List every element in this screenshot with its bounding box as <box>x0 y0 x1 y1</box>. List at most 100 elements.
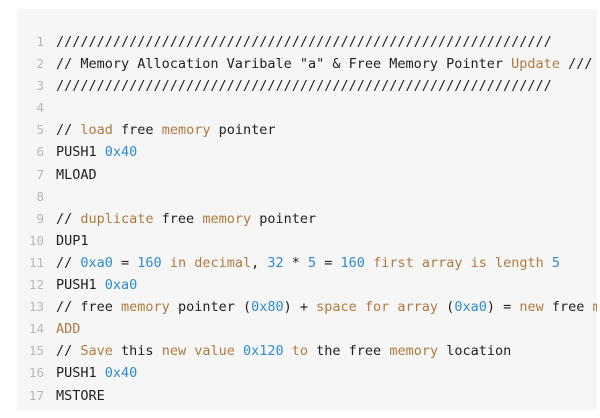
code-line: 14 ADD <box>17 318 597 340</box>
line-number: 9 <box>36 210 44 226</box>
line-number: 8 <box>36 188 44 204</box>
line-source: ADD <box>56 318 80 340</box>
line-source: // load free memory pointer <box>56 119 276 141</box>
line-number: 17 <box>28 387 44 403</box>
code-token: free <box>112 122 162 139</box>
code-block: 1///////////////////////////////////////… <box>17 9 597 410</box>
code-line: 2 // Memory Allocation Varibale "a" & Fre… <box>17 53 597 75</box>
code-token: pointer <box>251 210 317 227</box>
keyword-token: space for array <box>316 299 439 316</box>
keyword-token: memory <box>121 299 170 316</box>
code-line: 8 <box>17 186 597 208</box>
line-source: ////////////////////////////////////////… <box>56 75 552 97</box>
keyword-token: to <box>291 343 309 360</box>
code-token <box>284 343 292 359</box>
code-token: // free <box>56 299 122 316</box>
keyword-token: memory <box>161 122 211 139</box>
line-source: MSTORE <box>56 385 105 407</box>
code-token: ) = <box>486 299 520 316</box>
line-number: 12 <box>28 277 44 293</box>
code-token: PUSH1 <box>56 144 105 161</box>
line-number: 11 <box>28 254 44 270</box>
keyword-token: in decimal <box>161 254 252 271</box>
number-token: 0x40 <box>104 365 138 382</box>
code-token: ( <box>438 299 455 316</box>
code-token: /// <box>559 56 593 73</box>
code-token: // <box>56 343 81 360</box>
code-line: 12 PUSH1 0xa0 <box>17 274 597 296</box>
code-token: // Memory Allocation Varibale "a" & Free… <box>56 56 512 73</box>
code-token: MSTORE <box>56 387 105 404</box>
line-source: ////////////////////////////////////////… <box>56 31 552 53</box>
number-token: 0x120 <box>242 343 284 360</box>
line-number: 2 <box>36 56 44 72</box>
number-token: 160 <box>340 254 365 271</box>
code-token: ////////////////////////////////////////… <box>56 34 552 50</box>
line-number: 5 <box>36 122 44 138</box>
code-token: the free <box>308 343 390 360</box>
keyword-token: first array is length <box>364 254 552 271</box>
number-token: 0xa0 <box>80 254 113 271</box>
keyword-token: Update <box>511 56 560 73</box>
number-token: 0x80 <box>251 299 284 316</box>
line-number: 1 <box>36 34 44 49</box>
line-number: 13 <box>28 299 44 315</box>
line-number: 14 <box>28 321 44 337</box>
line-source: MLOAD <box>56 164 97 186</box>
code-token <box>235 343 243 359</box>
code-token: , <box>251 254 268 271</box>
code-token: location <box>438 343 512 360</box>
code-token: ////////////////////////////////////////… <box>56 78 552 95</box>
code-line: 13 // free memory pointer (0x80) + space … <box>17 296 597 318</box>
keyword-token: new <box>519 299 544 316</box>
code-line: 11// 0xa0 = 160 in decimal, 32 * 5 = 160… <box>17 252 597 274</box>
line-source: PUSH1 0x40 <box>56 362 137 384</box>
keyword-token: memory <box>389 343 439 360</box>
code-token: = <box>316 254 341 271</box>
keyword-token: memory <box>202 210 252 227</box>
line-source: // free memory pointer (0x80) + space fo… <box>56 296 597 318</box>
number-token: 5 <box>308 254 317 271</box>
line-number: 15 <box>28 343 44 359</box>
line-source: PUSH1 0x40 <box>56 141 137 163</box>
code-line: 17 MSTORE <box>17 385 597 407</box>
number-token: 0xa0 <box>104 277 138 294</box>
code-line: 4 <box>17 97 597 119</box>
code-token: PUSH1 <box>56 277 105 294</box>
line-number: 10 <box>28 232 44 248</box>
line-number: 3 <box>36 78 44 94</box>
code-token: free <box>153 210 203 227</box>
code-token: // <box>56 210 81 227</box>
keyword-token: duplicate <box>80 210 154 227</box>
code-token: DUP1 <box>56 232 89 249</box>
number-token: 5 <box>551 254 561 271</box>
code-token: free <box>543 299 593 316</box>
keyword-token: load <box>80 122 113 139</box>
line-source: DUP1 <box>56 230 89 252</box>
code-line: 9 // duplicate free memory pointer <box>17 208 597 230</box>
code-token: // <box>56 254 81 271</box>
code-line: 10 DUP1 <box>17 230 597 252</box>
code-token: this <box>112 343 162 360</box>
code-token: pointer <box>210 122 276 139</box>
code-line: 5 // load free memory pointer <box>17 119 597 141</box>
code-token: PUSH1 <box>56 365 105 382</box>
code-token: * <box>283 254 309 271</box>
keyword-token: memory <box>592 299 597 316</box>
number-token: 0xa0 <box>454 299 487 316</box>
code-line: 1 ///////////////////////////////////////… <box>17 31 597 53</box>
code-token: // <box>56 122 81 139</box>
line-source: PUSH1 0xa0 <box>56 274 137 296</box>
code-token: MLOAD <box>56 166 97 183</box>
code-line: 15 // Save this new value 0x120 to the fr… <box>17 340 597 362</box>
keyword-token: new value <box>161 343 235 360</box>
number-token: 160 <box>137 254 162 271</box>
line-source: // duplicate free memory pointer <box>56 208 316 230</box>
line-source: // Save this new value 0x120 to the free… <box>56 340 511 362</box>
code-token: = <box>112 254 138 271</box>
code-token: pointer ( <box>169 299 252 316</box>
code-token: ) + <box>283 299 317 316</box>
